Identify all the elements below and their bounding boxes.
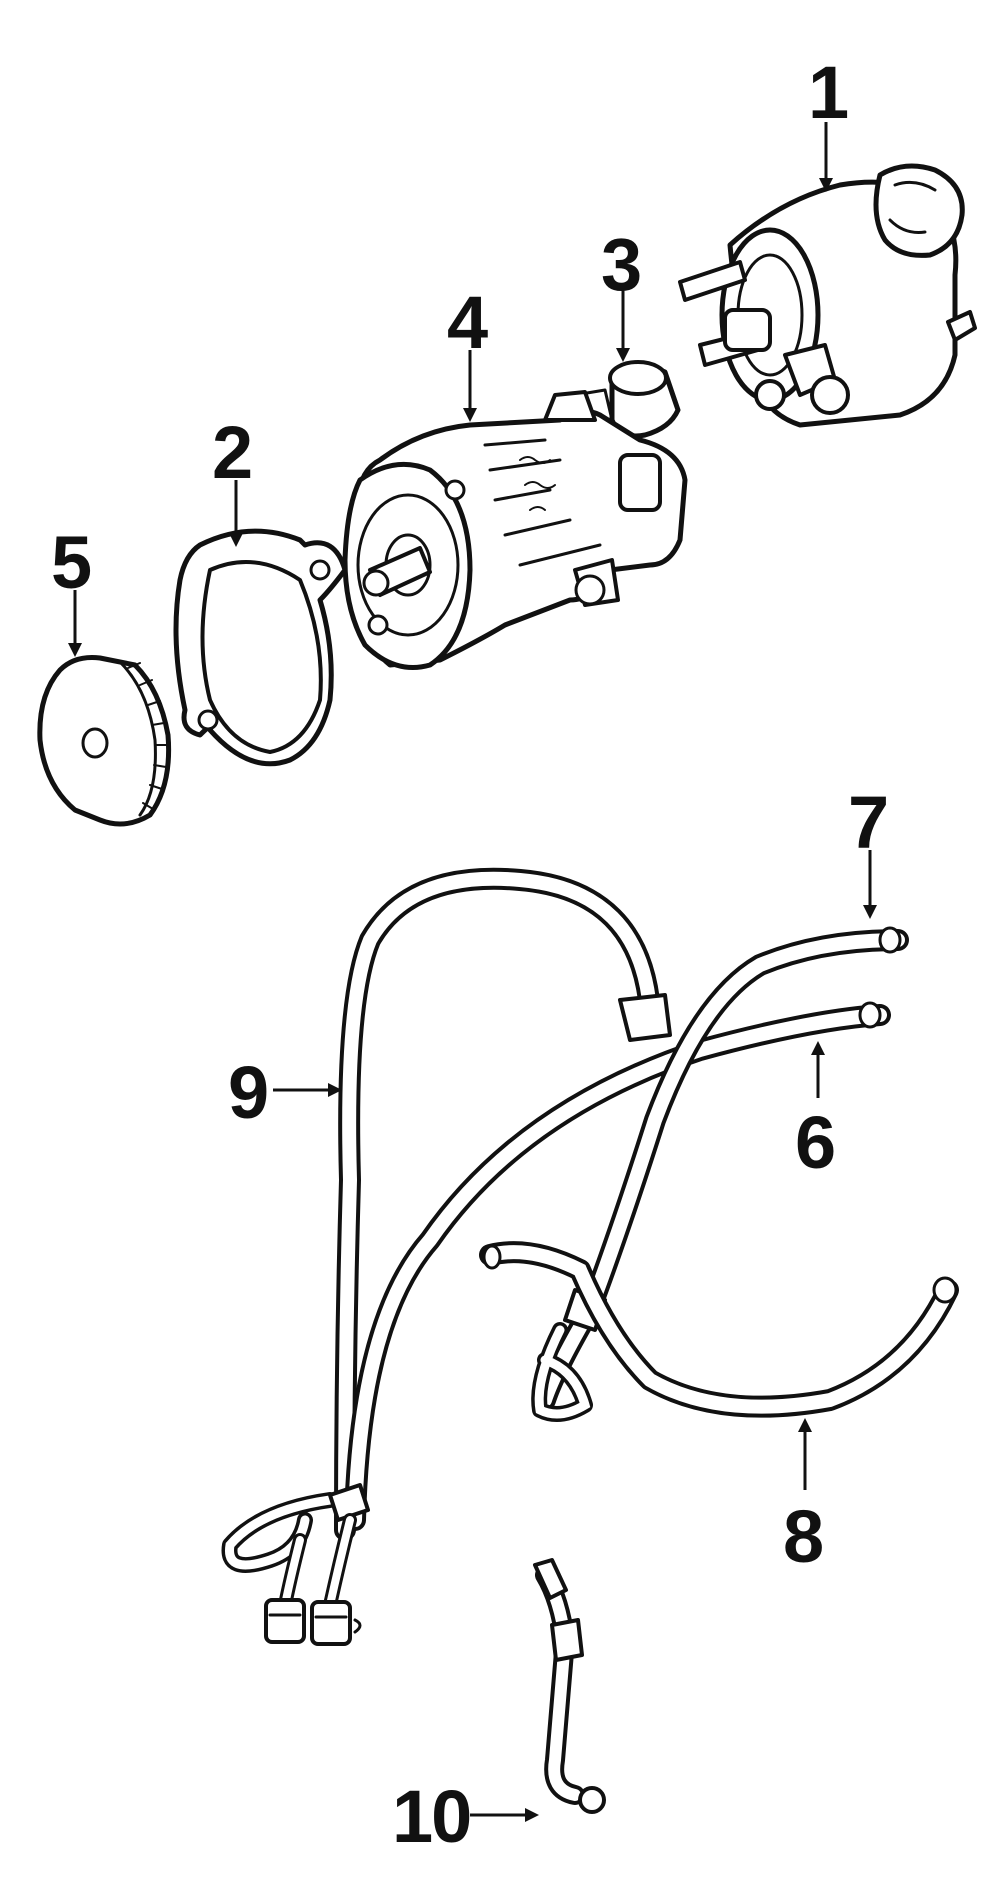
part-10-small-hose — [533, 1558, 606, 1814]
label-2: 2 — [212, 411, 251, 494]
part-4-pump — [342, 388, 688, 670]
hose-end-fittings — [221, 1483, 370, 1646]
part-2-gasket — [173, 528, 348, 767]
label-7: 7 — [848, 781, 887, 864]
label-4: 4 — [447, 281, 488, 364]
label-10: 10 — [392, 1775, 470, 1858]
part-6-pressure-hose — [344, 1001, 891, 1531]
label-9: 9 — [228, 1051, 267, 1134]
leader-arrows — [68, 122, 877, 1822]
label-5: 5 — [51, 521, 91, 604]
part-1-reservoir-housing — [678, 163, 977, 428]
part-8-cooler-hose — [479, 1241, 959, 1418]
part-labels: 1 3 4 2 5 7 6 8 9 10 — [51, 51, 889, 1858]
label-8: 8 — [783, 1495, 822, 1578]
label-1: 1 — [808, 51, 848, 134]
label-3: 3 — [601, 223, 640, 306]
part-7-return-hose — [531, 926, 909, 1422]
part-5-pulley — [37, 655, 172, 827]
part-9-return-hose — [334, 867, 672, 1541]
label-6: 6 — [795, 1101, 834, 1184]
hose-assembly — [221, 867, 959, 1646]
